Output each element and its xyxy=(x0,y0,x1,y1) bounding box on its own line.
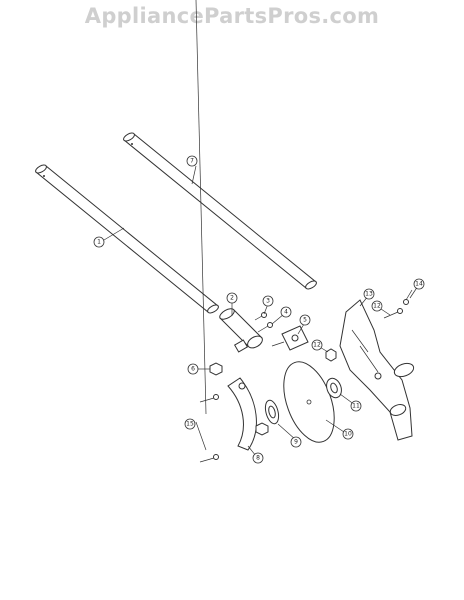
watermark: AppliancePartsPros.com xyxy=(84,4,380,28)
svg-text:12: 12 xyxy=(313,342,321,349)
callout-2: 2 xyxy=(226,292,238,304)
handle-tube-left[interactable] xyxy=(34,163,219,314)
screw-4[interactable] xyxy=(257,322,273,333)
svg-text:9: 9 xyxy=(294,439,298,446)
callout-15: 15 xyxy=(184,418,196,430)
bolt-12-upper[interactable] xyxy=(383,308,403,319)
svg-text:4: 4 xyxy=(284,309,288,316)
callout-9: 9 xyxy=(290,436,302,448)
svg-text:7: 7 xyxy=(190,158,194,165)
callout-5: 5 xyxy=(299,314,311,326)
callout-6: 6 xyxy=(187,363,199,375)
bolt-14[interactable] xyxy=(403,289,413,305)
callout-10: 10 xyxy=(342,428,354,440)
gearbox-housing[interactable] xyxy=(339,299,415,441)
svg-text:13: 13 xyxy=(365,291,373,298)
svg-text:10: 10 xyxy=(344,431,352,438)
svg-text:14: 14 xyxy=(415,281,423,288)
callout-7: 7 xyxy=(186,155,198,167)
callout-4: 4 xyxy=(280,306,292,318)
svg-text:5: 5 xyxy=(303,317,307,324)
svg-text:2: 2 xyxy=(230,295,234,302)
svg-text:11: 11 xyxy=(352,403,360,410)
svg-text:12: 12 xyxy=(373,303,381,310)
callout-8: 8 xyxy=(252,452,264,464)
callout-14: 14 xyxy=(413,278,425,290)
svg-text:6: 6 xyxy=(191,366,195,373)
callout-13: 13 xyxy=(363,288,375,300)
callout-3: 3 xyxy=(262,295,274,307)
screw-3[interactable] xyxy=(254,312,267,321)
blade-guard[interactable] xyxy=(227,377,257,451)
motor-bracket[interactable] xyxy=(271,325,309,351)
svg-text:1: 1 xyxy=(97,239,101,246)
callout-12-lower: 12 xyxy=(311,339,323,351)
callout-1: 1 xyxy=(93,236,105,248)
svg-text:15: 15 xyxy=(186,421,194,428)
svg-text:3: 3 xyxy=(266,298,270,305)
nut-6[interactable] xyxy=(209,362,223,376)
svg-text:8: 8 xyxy=(256,455,260,462)
coupling-tube[interactable] xyxy=(218,307,264,353)
blade-flange[interactable] xyxy=(255,399,281,436)
arbor-hub[interactable] xyxy=(324,376,344,400)
callout-11: 11 xyxy=(350,400,362,412)
callout-12-upper: 12 xyxy=(371,300,383,312)
handle-tube-right[interactable] xyxy=(122,131,317,290)
bolts-15[interactable] xyxy=(199,394,219,463)
nut-12-lower[interactable] xyxy=(325,348,337,362)
saw-blade[interactable] xyxy=(274,355,344,449)
